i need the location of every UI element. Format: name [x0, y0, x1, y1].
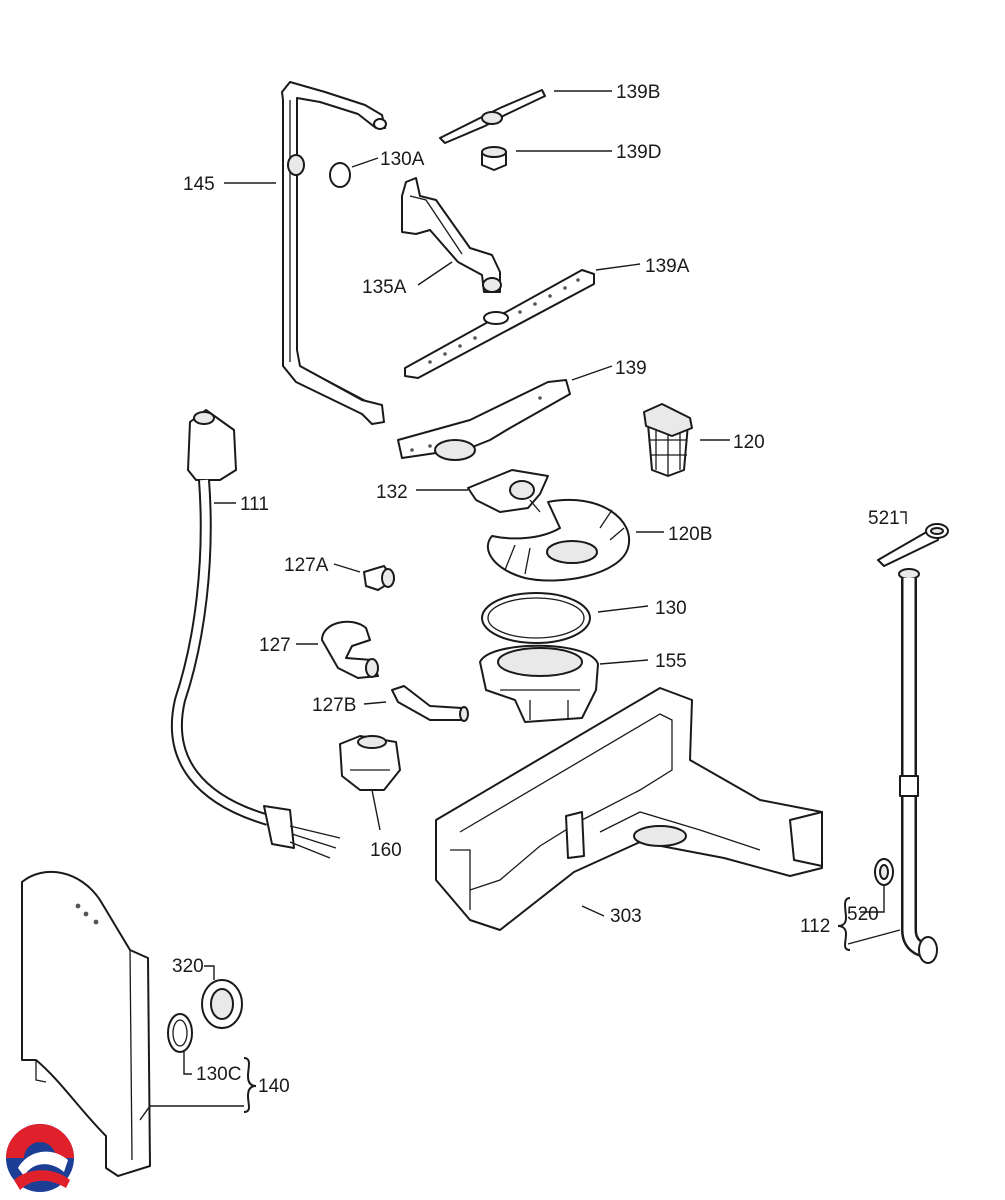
part-160-pump — [339, 735, 401, 791]
part-303-base — [435, 687, 823, 931]
label-127: 127 — [259, 635, 291, 656]
label-130C: 130C — [196, 1064, 241, 1085]
part-111-fill-hose — [170, 409, 341, 859]
part-139D-nut — [481, 146, 507, 171]
label-139B: 139B — [616, 82, 660, 103]
leader-lines — [139, 90, 907, 1121]
label-111: 111 — [240, 494, 269, 515]
brace-112 — [837, 897, 851, 951]
part-145-supply-pipe — [281, 81, 387, 425]
label-127A: 127A — [284, 555, 329, 576]
label-521: 521 — [868, 508, 900, 529]
label-145: 145 — [183, 174, 215, 195]
label-139: 139 — [615, 358, 647, 379]
label-130A: 130A — [380, 149, 425, 170]
part-139B-upper-spray-arm — [439, 89, 546, 144]
part-132-arm-support — [467, 469, 549, 513]
label-303: 303 — [610, 906, 642, 927]
part-127A-connector — [363, 565, 395, 591]
label-520: 520 — [847, 904, 879, 925]
label-160: 160 — [370, 840, 402, 861]
label-140: 140 — [258, 1076, 290, 1097]
label-127B: 127B — [312, 695, 356, 716]
part-135A-spray-arm-holder — [401, 177, 502, 293]
label-132: 132 — [376, 482, 408, 503]
part-labels: 145 130A 139B 139D 135A 139A 139 120 111… — [172, 82, 900, 1097]
part-120-filter — [643, 403, 693, 477]
label-139A: 139A — [645, 256, 690, 277]
part-140-side-panel — [21, 870, 151, 1177]
corner-logo — [6, 1124, 74, 1192]
part-139A-middle-spray-arm — [404, 269, 595, 379]
label-155: 155 — [655, 651, 687, 672]
label-120: 120 — [733, 432, 765, 453]
part-112-drain-hose — [898, 568, 938, 964]
part-130-gasket — [481, 592, 591, 644]
part-130C-o-ring — [167, 1013, 193, 1053]
part-127-elbow — [321, 620, 379, 679]
brace-140 — [243, 1057, 257, 1113]
part-130A-o-ring — [329, 162, 351, 188]
label-120B: 120B — [668, 524, 712, 545]
label-320: 320 — [172, 956, 204, 977]
part-155-sump — [479, 644, 599, 723]
part-120B-filter-plate — [486, 498, 631, 582]
label-130: 130 — [655, 598, 687, 619]
part-127B-hose — [391, 685, 469, 722]
label-139D: 139D — [616, 142, 661, 163]
label-135A: 135A — [362, 277, 407, 298]
label-112: 112 — [800, 916, 830, 937]
part-320-ring — [201, 979, 243, 1029]
part-139-lower-spray-arm — [397, 379, 571, 461]
part-521-hose-clip — [877, 523, 949, 567]
